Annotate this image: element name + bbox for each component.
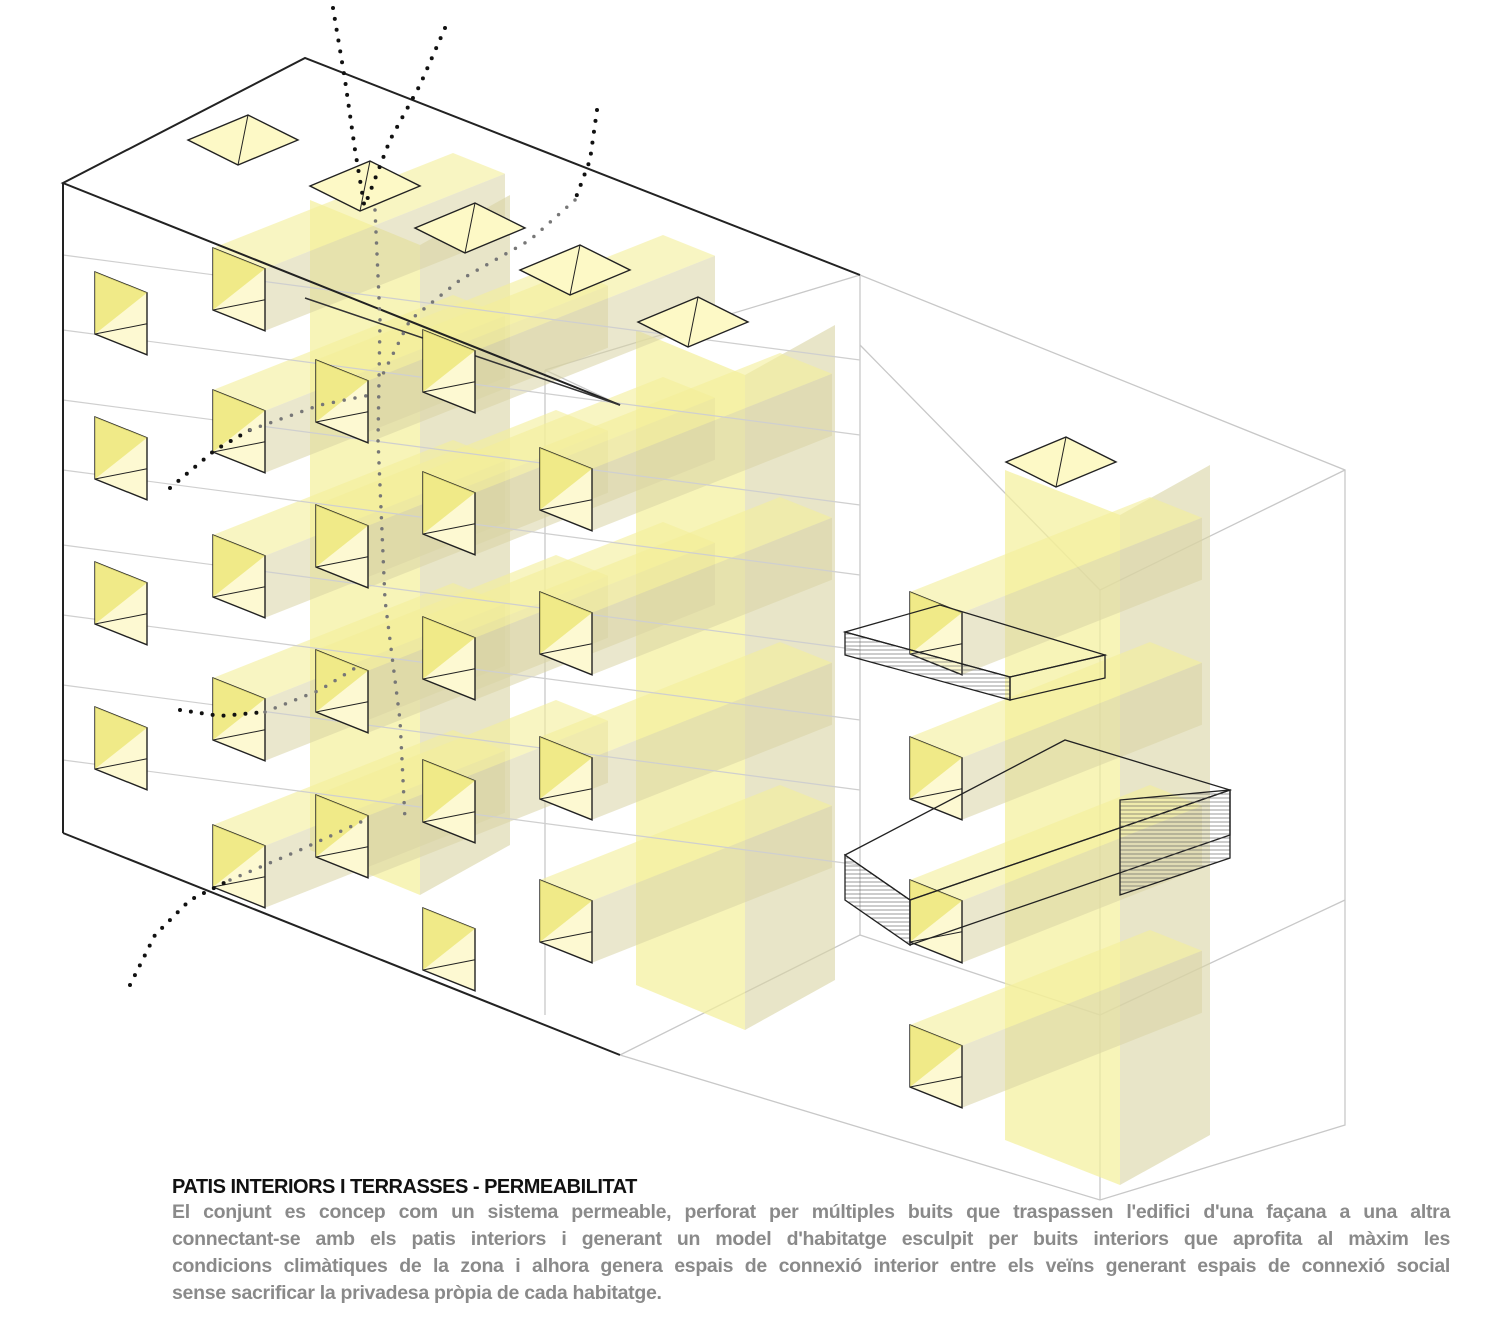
window-diagonal [315,411,369,423]
flow-dotted-line [573,108,599,202]
window-shade [316,505,368,567]
slatted-box-end [1119,789,1231,896]
main-building-outline [60,56,861,1056]
caption-line: El conjunt es concep com un sistema perm… [172,1201,1450,1223]
window-diagonal [315,701,369,713]
window-shade [540,880,592,942]
window-shade [423,908,475,970]
caption-line: connectant-se amb els patis interiors i … [172,1228,1450,1250]
window-diagonal [539,499,593,511]
slatted-box-front [844,853,911,947]
skylight-edge [359,160,371,212]
window-diagonal [94,758,148,770]
window-diagonal [94,613,148,625]
window-shade [423,617,475,679]
floor-line [62,544,861,651]
window-shade [95,707,147,769]
caption-title: PATIS INTERIORS I TERRASSES - PERMEABILI… [172,1176,637,1198]
window-shade [423,330,475,392]
window-shade [316,795,368,857]
void-bar-top [910,497,1202,613]
window-diagonal [909,1076,963,1088]
window-diagonal [315,846,369,858]
void-bar-top [540,642,832,758]
flow-dotted-line [128,878,232,987]
void-bar-top [316,700,608,816]
window-shade [213,678,265,740]
skylight-edge [1055,436,1067,488]
window-diagonal [212,876,266,888]
window-diagonal [422,668,476,680]
void-bar-side [962,662,1202,820]
window-shade [95,417,147,479]
window-shade [423,760,475,822]
window-shade [910,1025,962,1087]
window-openings [94,114,1118,1109]
window-diagonal [212,586,266,598]
flow-dotted-line [363,26,447,207]
window-shade [316,650,368,712]
void-bar-side [592,517,832,675]
window-shade [910,737,962,799]
caption: PATIS INTERIORS I TERRASSES - PERMEABILI… [172,1175,1450,1307]
ventilation-flow-dotted-lines [128,6,599,987]
void-bar-top [423,522,715,638]
flow-dotted-line-hidden [228,818,367,882]
window-diagonal [212,299,266,311]
window-diagonal [422,811,476,823]
void-bar-side [962,950,1202,1108]
window-shade [540,737,592,799]
caption-line: condicions climàtiques de la zona i alho… [172,1255,1450,1277]
void-bar-top [540,353,832,469]
window-shade [540,448,592,510]
void-bar-top [540,785,832,901]
void-bar-side [265,173,505,331]
window-diagonal [539,931,593,943]
window-shade [423,472,475,534]
window-shade [213,535,265,597]
slatted-box-side [1009,654,1106,701]
window-diagonal [422,959,476,971]
window-shade [95,562,147,624]
void-bar-side [592,805,832,963]
slatted-terrace-boxes [842,604,1233,947]
void-bar-side [592,373,832,531]
flow-dotted-line-hidden [248,393,372,432]
skylight-edge [237,114,249,166]
window-shade [213,825,265,887]
void-bar-side [592,662,832,820]
window-diagonal [909,788,963,800]
caption-line: sense sacrificar la privadesa pròpia de … [172,1282,662,1304]
skylight-edge [687,296,699,348]
floor-line [62,399,861,506]
window-shade [213,390,265,452]
void-bar-top [910,642,1202,758]
skylight-edge [464,202,476,254]
window-diagonal [909,931,963,943]
flow-dotted-line [331,6,367,212]
void-bar-side [962,517,1202,675]
window-diagonal [539,788,593,800]
void-bar-top [910,930,1202,1046]
window-shade [213,248,265,310]
window-diagonal [212,441,266,453]
window-diagonal [315,556,369,568]
floor-line [62,254,861,361]
flow-dotted-line-hidden [373,208,407,822]
window-diagonal [212,729,266,741]
window-diagonal [539,643,593,655]
skylight-edge [569,244,581,296]
window-diagonal [94,468,148,480]
window-diagonal [422,381,476,393]
window-shade [540,592,592,654]
window-shade [910,592,962,654]
window-diagonal [94,323,148,335]
void-bar-top [540,497,832,613]
void-bar-side [475,255,715,413]
horizontal-void-bars [213,153,1202,1108]
window-shade [95,272,147,334]
floor-line [62,684,861,791]
window-diagonal [422,523,476,535]
window-shade [316,360,368,422]
